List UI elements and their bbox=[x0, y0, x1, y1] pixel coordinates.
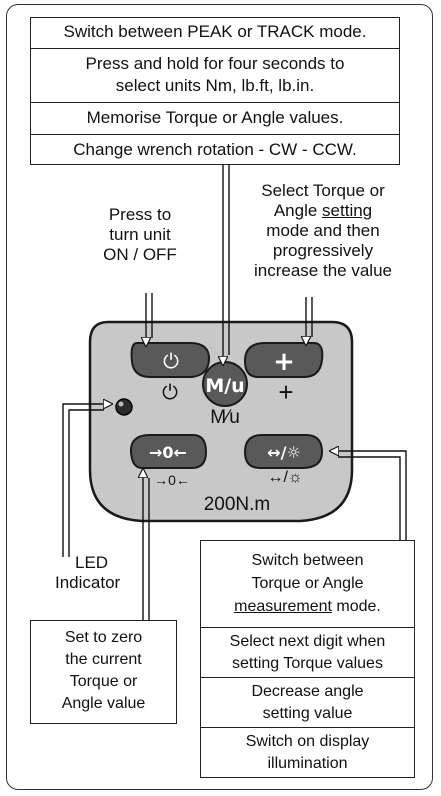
next-digit-row: Select next digit when setting Torque va… bbox=[201, 627, 414, 677]
zero-button[interactable] bbox=[129, 434, 208, 469]
right-box-line: setting value bbox=[262, 705, 353, 722]
plus-button-icon: + bbox=[273, 347, 295, 377]
plus-note-line: progressively bbox=[272, 241, 374, 260]
illumination-label: ↔/☼ bbox=[267, 469, 303, 486]
power-note-line: turn unit bbox=[109, 225, 171, 244]
zero-note-line: Set to zero bbox=[64, 629, 143, 646]
zero-note-line: the current bbox=[65, 651, 142, 668]
power-note-line: ON / OFF bbox=[103, 245, 177, 264]
power-label: ⏻ bbox=[162, 382, 178, 404]
led-note-line: LED bbox=[75, 553, 109, 572]
right-box-line: Decrease angle bbox=[251, 683, 364, 700]
right-box-line: Switch between bbox=[251, 552, 364, 569]
plus-label: + bbox=[278, 377, 294, 407]
memorise-row: Memorise Torque or Angle values. bbox=[31, 102, 399, 134]
right-box-line: setting Torque values bbox=[232, 655, 383, 672]
mode-button-icon: M/u bbox=[205, 375, 244, 397]
led-note-line: Indicator bbox=[55, 573, 121, 592]
plus-note-text: Angle bbox=[273, 201, 323, 220]
zero-note-box: Set to zero the current Torque or Angle … bbox=[30, 620, 177, 724]
right-box-line: illumination bbox=[267, 755, 348, 772]
plus-note-line: mode and then bbox=[266, 221, 380, 240]
illumination-row: Switch on display illumination bbox=[201, 727, 414, 776]
illumination-button-icon: ↔/☼ bbox=[267, 443, 301, 462]
plus-button[interactable] bbox=[243, 342, 324, 378]
diagram-frame bbox=[6, 4, 433, 790]
zero-note-line: Angle value bbox=[61, 695, 146, 712]
zero-label: →0← bbox=[154, 472, 190, 488]
top-function-box: Switch between PEAK or TRACK mode. Press… bbox=[30, 17, 400, 165]
right-box-line: measurement mode. bbox=[201, 595, 414, 618]
plus-note-line: increase the value bbox=[254, 261, 392, 280]
decrease-angle-row: Decrease angle setting value bbox=[201, 677, 414, 727]
power-note: Press to turn unit ON / OFF bbox=[80, 205, 200, 265]
measurement-mode-row: Switch between Torque or Angle measureme… bbox=[201, 541, 414, 627]
model-text: 200N.m bbox=[203, 494, 271, 515]
zero-button-icon: →0← bbox=[149, 443, 187, 462]
units-row: Press and hold for four seconds to selec… bbox=[31, 48, 399, 102]
illumination-arrow bbox=[330, 451, 407, 542]
power-note-line: Press to bbox=[108, 205, 172, 224]
right-box-underlined: measurement bbox=[234, 598, 332, 615]
mode-label: M⁄u bbox=[210, 407, 240, 428]
power-button[interactable] bbox=[130, 342, 211, 378]
plus-note-underlined: setting bbox=[322, 201, 373, 220]
right-box-line: Torque or Angle bbox=[251, 575, 364, 592]
right-box-line: Switch on display bbox=[245, 733, 370, 750]
power-button-icon: ⏻ bbox=[163, 349, 179, 373]
right-box-line: Select next digit when bbox=[229, 633, 386, 650]
plus-note-line: Angle setting bbox=[228, 201, 418, 221]
plus-note: Select Torque or Angle setting mode and … bbox=[228, 181, 418, 281]
led-arrow bbox=[62, 404, 112, 557]
led-indicator bbox=[115, 398, 133, 416]
right-function-box: Switch between Torque or Angle measureme… bbox=[200, 540, 415, 778]
peak-track-row: Switch between PEAK or TRACK mode. bbox=[63, 22, 367, 41]
zero-note-line: Torque or bbox=[69, 673, 138, 690]
plus-note-line: Select Torque or bbox=[261, 181, 385, 200]
right-box-text: mode. bbox=[331, 598, 381, 615]
illumination-button[interactable] bbox=[243, 434, 324, 469]
led-note: LED Indicator bbox=[55, 553, 150, 593]
rotation-row: Change wrench rotation - CW - CCW. bbox=[31, 134, 399, 166]
